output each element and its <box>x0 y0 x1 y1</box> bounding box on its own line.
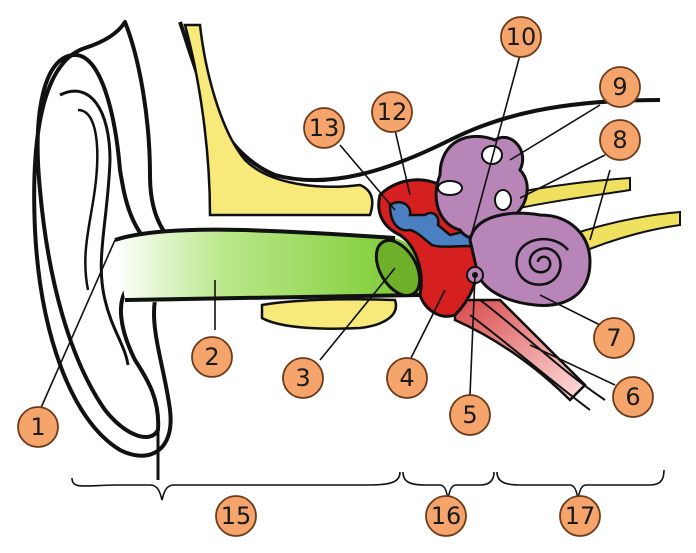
leader-12 <box>394 129 411 196</box>
leader-5 <box>469 274 476 396</box>
label-13-text: 13 <box>309 114 340 142</box>
leader-6 <box>529 344 616 386</box>
label-8: 8 <box>599 119 641 161</box>
label-12: 12 <box>371 91 413 133</box>
leader-8b <box>589 169 611 241</box>
upper-cartilage <box>183 23 374 217</box>
label-7-text: 7 <box>606 324 621 352</box>
label-10-text: 10 <box>506 23 537 51</box>
leader-10 <box>469 54 521 241</box>
label-13: 13 <box>303 107 345 149</box>
label-17: 17 <box>559 495 601 537</box>
label-10: 10 <box>500 16 542 58</box>
leader-13 <box>339 144 396 211</box>
label-16-text: 16 <box>431 502 462 530</box>
label-4-text: 4 <box>399 364 414 392</box>
label-1: 1 <box>17 406 59 448</box>
label-8-text: 8 <box>612 126 627 154</box>
pinna-inner-fold <box>59 89 130 366</box>
leader-3 <box>319 267 396 361</box>
label-17-text: 17 <box>565 502 596 530</box>
pinna-helix-line <box>77 108 99 291</box>
canal-hole-2 <box>437 180 463 196</box>
vestibular-nerve <box>503 176 631 212</box>
label-9: 9 <box>599 66 641 108</box>
lower-cartilage <box>260 297 398 330</box>
label-15: 15 <box>215 495 257 537</box>
label-6: 6 <box>612 376 654 418</box>
ear-canal <box>115 229 424 303</box>
label-15-text: 15 <box>221 502 252 530</box>
label-1-text: 1 <box>30 413 45 441</box>
label-3: 3 <box>282 357 324 399</box>
leader-9 <box>509 104 601 161</box>
cochlear-nerve <box>568 210 681 257</box>
label-5: 5 <box>449 394 491 436</box>
label-2: 2 <box>191 336 233 378</box>
canal-hole-3 <box>494 189 512 211</box>
eustachian-tube <box>453 298 587 402</box>
canal-bottom-line <box>124 293 421 302</box>
label-5-text: 5 <box>462 401 477 429</box>
label-6-text: 6 <box>625 383 640 411</box>
canal-hole-1 <box>481 145 503 165</box>
label-12-text: 12 <box>377 98 408 126</box>
canal-top-line <box>114 227 396 242</box>
temporal-bone-outline <box>178 21 661 183</box>
cochlea-spiral <box>515 237 569 286</box>
leader-8a <box>519 154 606 199</box>
label-16: 16 <box>425 495 467 537</box>
brace-15 <box>71 471 401 501</box>
leader-1 <box>39 239 116 411</box>
leader-4 <box>409 289 446 361</box>
label-3-text: 3 <box>295 364 310 392</box>
label-2-text: 2 <box>204 343 219 371</box>
label-9-text: 9 <box>612 73 627 101</box>
leader-7 <box>539 294 601 326</box>
eardrum <box>374 239 422 297</box>
label-4: 4 <box>386 357 428 399</box>
label-7: 7 <box>593 317 635 359</box>
